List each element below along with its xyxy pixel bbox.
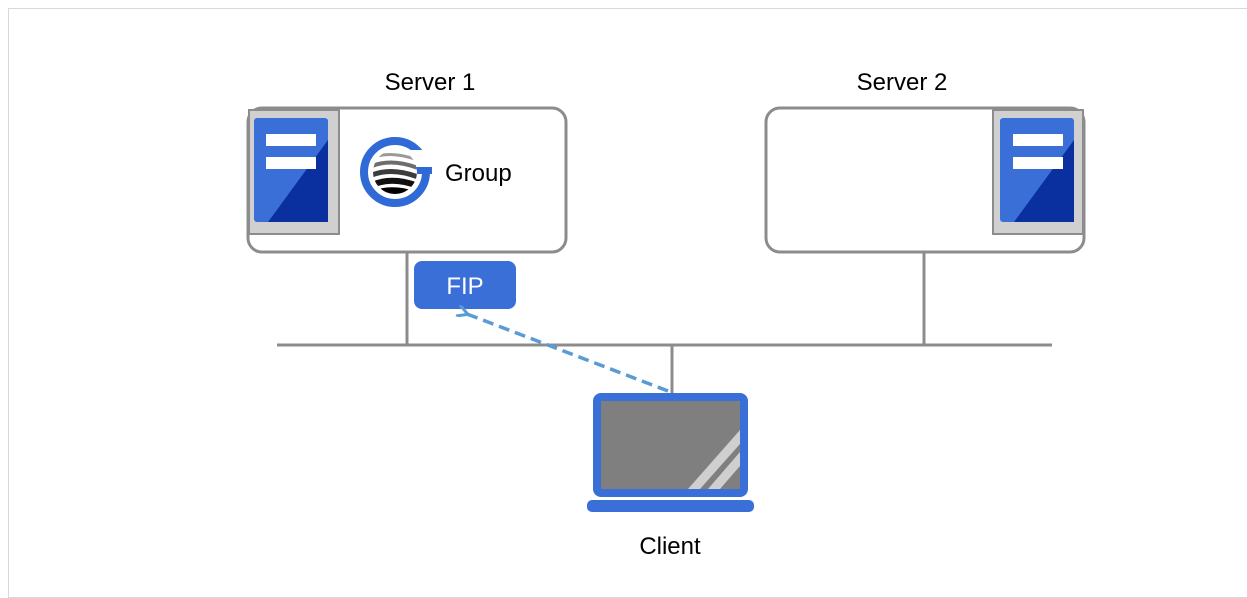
server2-label: Server 2 <box>857 69 948 96</box>
fip-box <box>414 261 516 309</box>
server2-tower-icon <box>992 109 1084 235</box>
client-to-fip-arrow <box>467 314 669 393</box>
group-label: Group <box>445 160 512 187</box>
fip-badge[interactable]: FIP <box>414 261 516 309</box>
server1-tower-icon <box>248 109 340 235</box>
server2-node[interactable] <box>764 106 1086 254</box>
server1-node[interactable]: Group <box>246 106 568 254</box>
network-diagram: Server 1 Server 2 <box>246 69 1086 560</box>
client-label: Client <box>639 533 701 560</box>
laptop-icon[interactable] <box>587 393 754 512</box>
server1-label: Server 1 <box>385 69 476 96</box>
fip-label: FIP <box>446 273 483 300</box>
